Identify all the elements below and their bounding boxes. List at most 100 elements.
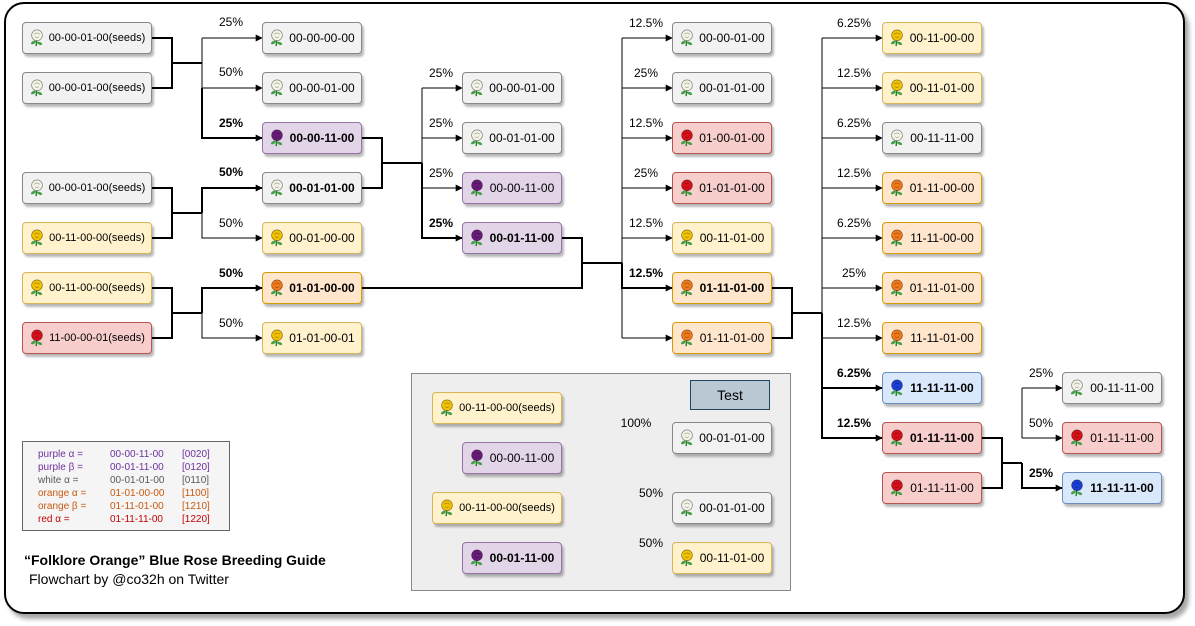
offspring-node[interactable]: 00-00-11-00 <box>462 172 562 204</box>
node-label: 01-11-11-00 <box>910 481 974 495</box>
offspring-node[interactable]: 11-11-11-00 <box>1062 472 1162 504</box>
offspring-node[interactable]: 11-11-01-00 <box>882 322 982 354</box>
legend-bracket: [0120] <box>182 462 210 473</box>
rose-icon <box>890 129 903 147</box>
offspring-node[interactable]: 00-11-00-00 <box>882 22 982 54</box>
legend-row: purple α =00-00-11-00[0020] <box>23 448 229 461</box>
legend-code: 00-01-01-00 <box>110 475 165 486</box>
rose-icon <box>680 329 693 347</box>
offspring-node[interactable]: 00-11-01-00 <box>882 72 982 104</box>
offspring-node[interactable]: 00-01-01-00 <box>262 172 362 204</box>
connector-arrow <box>1021 463 1063 492</box>
rose-icon <box>270 29 283 47</box>
node-label: 00-00-01-00 <box>489 81 555 95</box>
connector-line <box>152 187 173 239</box>
offspring-node[interactable]: 01-01-00-01 <box>262 322 362 354</box>
offspring-node[interactable]: 00-00-01-00 <box>262 72 362 104</box>
rose-icon <box>270 329 283 347</box>
connector-arrow <box>621 263 673 292</box>
test-parent-node[interactable]: 00-01-11-00 <box>462 542 562 574</box>
rose-icon <box>680 29 693 47</box>
test-parent-node[interactable]: 00-11-00-00(seeds) <box>432 492 562 524</box>
percent-label: 50% <box>638 486 664 500</box>
rose-icon <box>470 129 483 147</box>
rose-icon <box>890 479 903 497</box>
offspring-node[interactable]: 01-11-01-00 <box>672 272 772 304</box>
percent-label: 50% <box>218 65 244 79</box>
percent-label: 25% <box>218 15 244 29</box>
percent-label: 25% <box>218 116 244 130</box>
node-label: 00-11-00-00(seeds) <box>49 282 145 294</box>
offspring-node[interactable]: 01-11-00-00 <box>882 172 982 204</box>
node-label: 00-00-11-00 <box>489 181 555 195</box>
seed-node[interactable]: 00-00-01-00(seeds) <box>22 172 152 204</box>
rose-icon <box>440 399 453 417</box>
percent-label: 12.5% <box>836 66 872 80</box>
test-offspring-node[interactable]: 00-11-01-00 <box>672 542 772 574</box>
percent-label: 50% <box>218 216 244 230</box>
rose-icon <box>470 79 483 97</box>
node-label: 00-00-00-00 <box>289 31 355 45</box>
legend-code: 00-01-11-00 <box>110 462 164 473</box>
test-button[interactable]: Test <box>690 380 770 410</box>
offspring-node[interactable]: 00-01-00-00 <box>262 222 362 254</box>
node-label: 00-01-01-00 <box>289 181 355 195</box>
offspring-node[interactable]: 00-11-11-00 <box>882 122 982 154</box>
offspring-node[interactable]: 01-11-01-00 <box>672 322 772 354</box>
offspring-node[interactable]: 00-00-01-00 <box>672 22 772 54</box>
legend-bracket: [0020] <box>182 449 210 460</box>
offspring-node[interactable]: 01-11-01-00 <box>882 272 982 304</box>
offspring-node[interactable]: 00-00-01-00 <box>462 72 562 104</box>
offspring-node[interactable]: 00-00-11-00 <box>262 122 362 154</box>
node-label: 11-11-11-00 <box>1090 481 1154 495</box>
rose-icon <box>30 79 43 97</box>
seed-node[interactable]: 00-00-01-00(seeds) <box>22 22 152 54</box>
rose-icon <box>680 129 693 147</box>
seed-node[interactable]: 11-00-00-01(seeds) <box>22 322 152 354</box>
offspring-node[interactable]: 11-11-11-00 <box>882 372 982 404</box>
offspring-node[interactable]: 00-01-01-00 <box>672 72 772 104</box>
offspring-node[interactable]: 01-00-01-00 <box>672 122 772 154</box>
node-label: 00-01-00-00 <box>289 231 355 245</box>
legend-bracket: [1220] <box>182 514 210 525</box>
rose-icon <box>470 179 483 197</box>
offspring-node[interactable]: 00-11-01-00 <box>672 222 772 254</box>
legend-row: orange α =01-01-00-00[1100] <box>23 487 229 500</box>
percent-label: 6.25% <box>836 16 872 30</box>
node-label: 01-11-01-00 <box>699 281 765 295</box>
test-offspring-node[interactable]: 00-01-01-00 <box>672 422 772 454</box>
percent-label: 12.5% <box>836 416 872 430</box>
offspring-node[interactable]: 01-11-11-00 <box>882 472 982 504</box>
percent-label: 25% <box>841 266 867 280</box>
rose-icon <box>680 549 693 567</box>
legend-name: purple β = <box>38 462 83 473</box>
rose-icon <box>30 29 43 47</box>
legend-bracket: [1100] <box>182 488 210 499</box>
node-label: 00-01-01-00 <box>699 81 765 95</box>
offspring-node[interactable]: 00-01-01-00 <box>462 122 562 154</box>
offspring-node[interactable]: 01-01-00-00 <box>262 272 362 304</box>
node-label: 01-01-00-01 <box>289 331 355 345</box>
connector-arrow <box>201 184 263 213</box>
offspring-node[interactable]: 01-11-11-00 <box>1062 422 1162 454</box>
offspring-node[interactable]: 01-11-11-00 <box>882 422 982 454</box>
seed-node[interactable]: 00-11-00-00(seeds) <box>22 222 152 254</box>
percent-label: 12.5% <box>628 16 664 30</box>
test-parent-node[interactable]: 00-11-00-00(seeds) <box>432 392 562 424</box>
rose-icon <box>890 179 903 197</box>
percent-label: 12.5% <box>628 116 664 130</box>
offspring-node[interactable]: 00-11-11-00 <box>1062 372 1162 404</box>
rose-icon <box>680 229 693 247</box>
seed-node[interactable]: 00-00-01-00(seeds) <box>22 72 152 104</box>
offspring-node[interactable]: 01-01-01-00 <box>672 172 772 204</box>
percent-label: 50% <box>218 266 244 280</box>
seed-node[interactable]: 00-11-00-00(seeds) <box>22 272 152 304</box>
offspring-node[interactable]: 00-00-00-00 <box>262 22 362 54</box>
test-offspring-node[interactable]: 00-01-01-00 <box>672 492 772 524</box>
offspring-node[interactable]: 00-01-11-00 <box>462 222 562 254</box>
offspring-node[interactable]: 11-11-00-00 <box>882 222 982 254</box>
node-label: 11-11-00-00 <box>910 231 974 245</box>
node-label: 00-11-11-00 <box>1090 381 1154 395</box>
test-parent-node[interactable]: 00-00-11-00 <box>462 442 562 474</box>
